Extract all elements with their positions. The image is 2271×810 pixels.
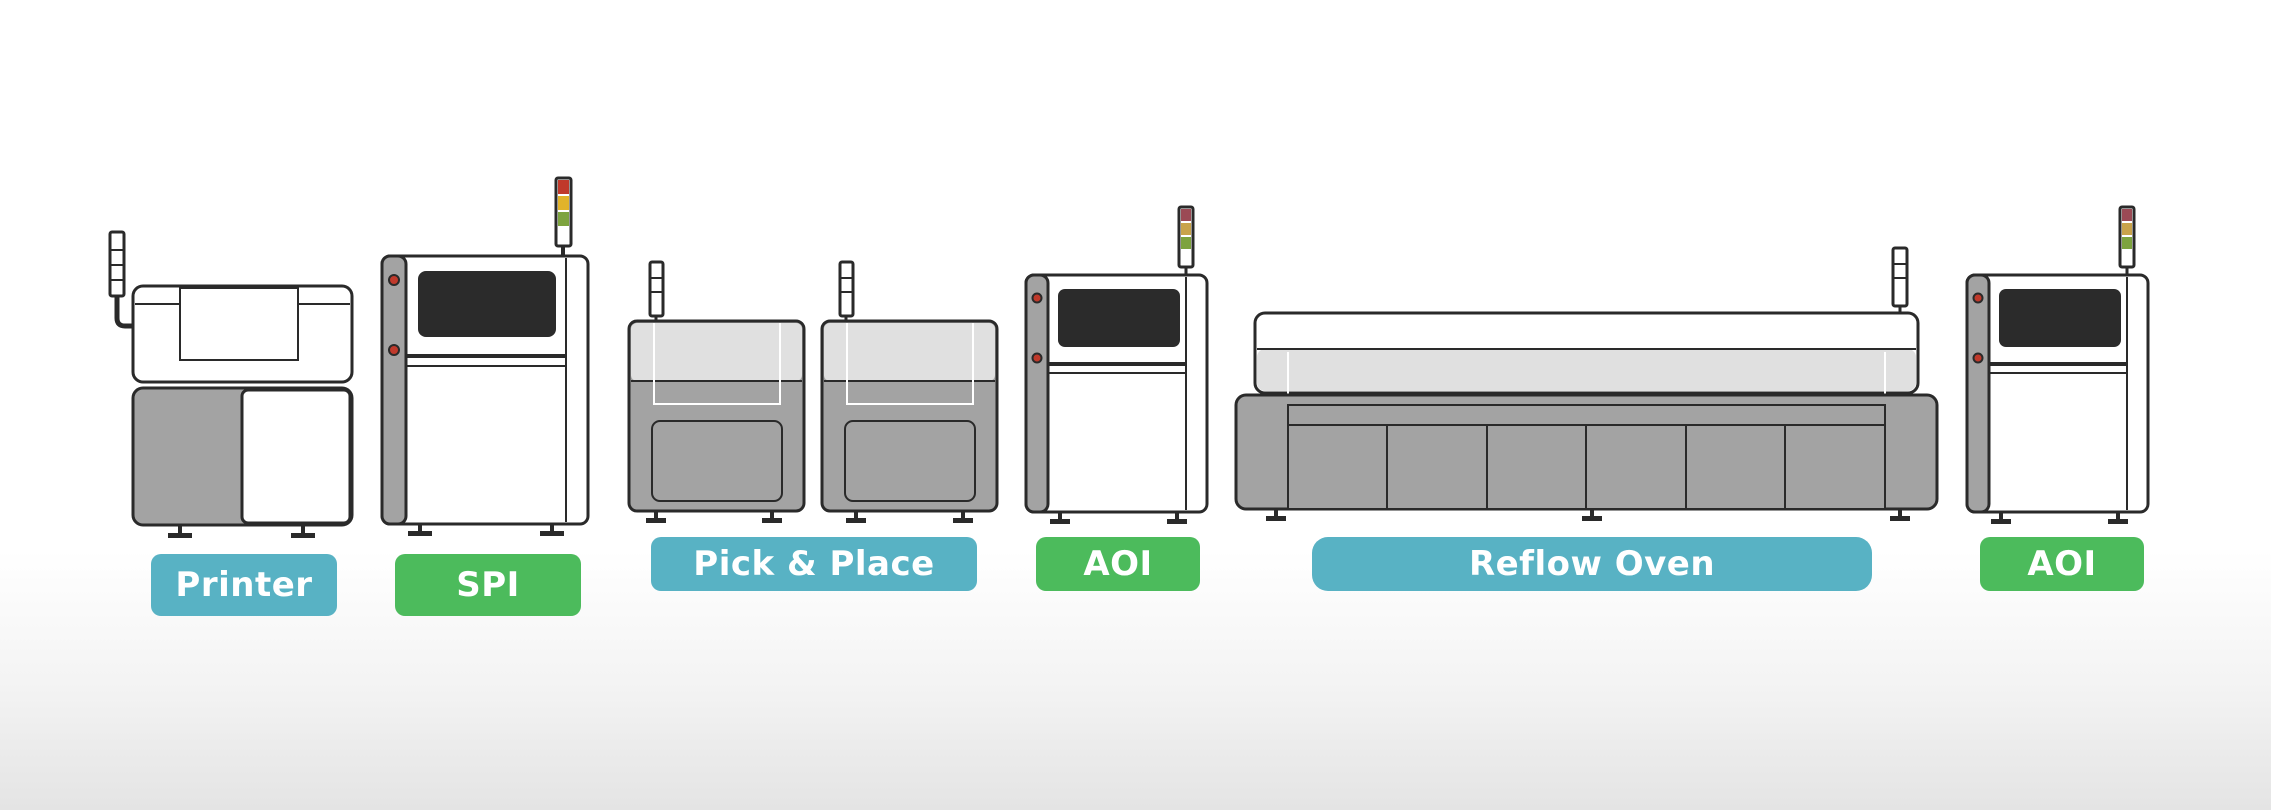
label-aoi-2: AOI [1980,537,2144,591]
label-spi: SPI [395,554,581,616]
inspection-machine-icon [1024,205,1209,524]
inspection-machine-icon [1965,205,2150,524]
reflow-oven-icon [1234,246,1939,521]
printer-machine-icon [108,230,354,538]
label-aoi-1: AOI [1036,537,1200,591]
label-printer: Printer [151,554,337,616]
inspection-machine-icon [380,176,590,536]
label-reflow-oven: Reflow Oven [1312,537,1872,591]
label-pick-and-place: Pick & Place [651,537,977,591]
pick-and-place-machine-icon [627,260,999,523]
